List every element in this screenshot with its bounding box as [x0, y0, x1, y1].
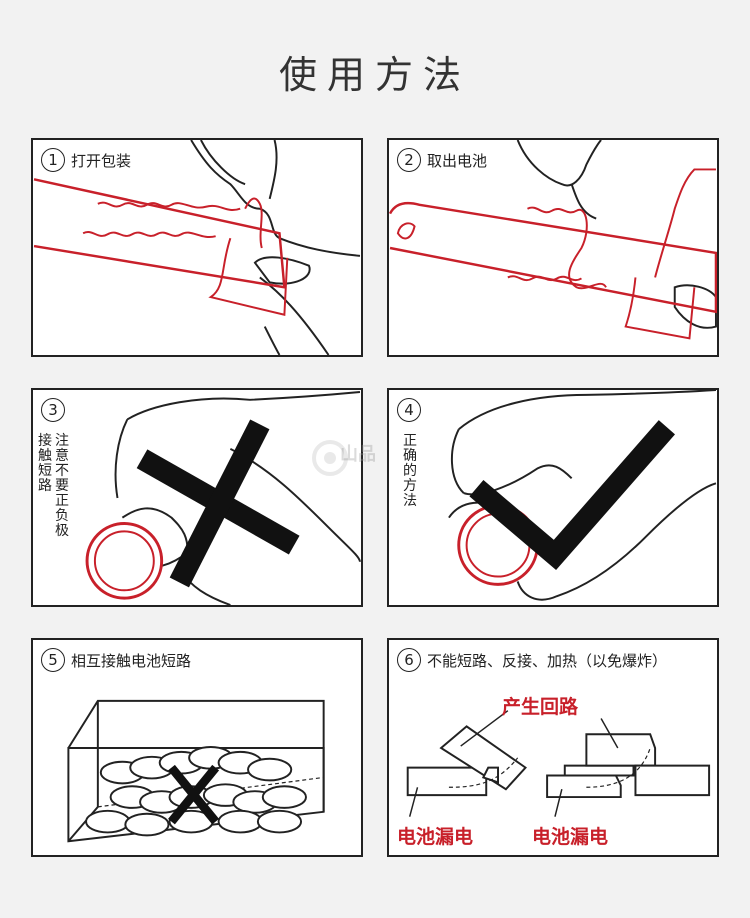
circuit-loop-label: 产生回路	[502, 696, 579, 718]
panel-6-label: 不能短路、反接、加热（以免爆炸）	[427, 651, 668, 670]
step-number: 4	[397, 398, 421, 422]
panel-3-caption: 3	[41, 398, 71, 422]
step-number: 5	[41, 648, 65, 672]
panel-5-label: 相互接触电池短路	[71, 651, 192, 670]
panel-2-label: 取出电池	[427, 151, 488, 170]
panel-correct-method: 4 正确的方法	[387, 388, 719, 607]
panel-take-out-battery: 2 取出电池	[387, 138, 719, 357]
step-number: 3	[41, 398, 65, 422]
panel-5-caption: 5 相互接触电池短路	[41, 648, 191, 672]
watermark-text: 山品	[340, 444, 376, 465]
panel-batteries-touching: 5 相互接触电池短路	[31, 638, 363, 857]
panel-6-caption: 6 不能短路、反接、加热（以免爆炸）	[397, 648, 667, 672]
panel-2-caption: 2 取出电池	[397, 148, 487, 172]
panel-3-warning-text: 注意不要正负极	[55, 433, 69, 539]
battery-leak-left-label: 电池漏电	[397, 826, 474, 848]
panel-wrong-method: 3 注意不要正负极 接触短路	[31, 388, 363, 607]
correct-method-illustration	[448, 390, 717, 601]
step-number: 1	[41, 148, 65, 172]
page-title: 使用方法	[278, 53, 471, 97]
panel-safety-warning: 6 不能短路、反接、加热（以免爆炸） 产生回路 电池漏电 电池漏电	[387, 638, 719, 857]
panel-1-caption: 1 打开包装	[41, 148, 131, 172]
panel-4-caption: 4	[397, 398, 427, 422]
panel-4-correct-text: 正确的方法	[403, 433, 417, 509]
take-out-battery-illustration	[389, 140, 717, 340]
open-package-illustration	[33, 140, 361, 355]
panel-1-label: 打开包装	[71, 151, 132, 170]
leak-diagram-illustration	[406, 710, 711, 817]
step-number: 2	[397, 148, 421, 172]
panel-3-short-circuit-text: 接触短路	[38, 433, 52, 494]
batteries-in-box-illustration	[67, 699, 325, 843]
wrong-method-illustration	[85, 390, 361, 605]
panel-open-package: 1 打开包装	[31, 138, 363, 357]
battery-leak-right-label: 电池漏电	[532, 826, 609, 848]
brand-logo-icon	[312, 440, 348, 476]
step-number: 6	[397, 648, 421, 672]
